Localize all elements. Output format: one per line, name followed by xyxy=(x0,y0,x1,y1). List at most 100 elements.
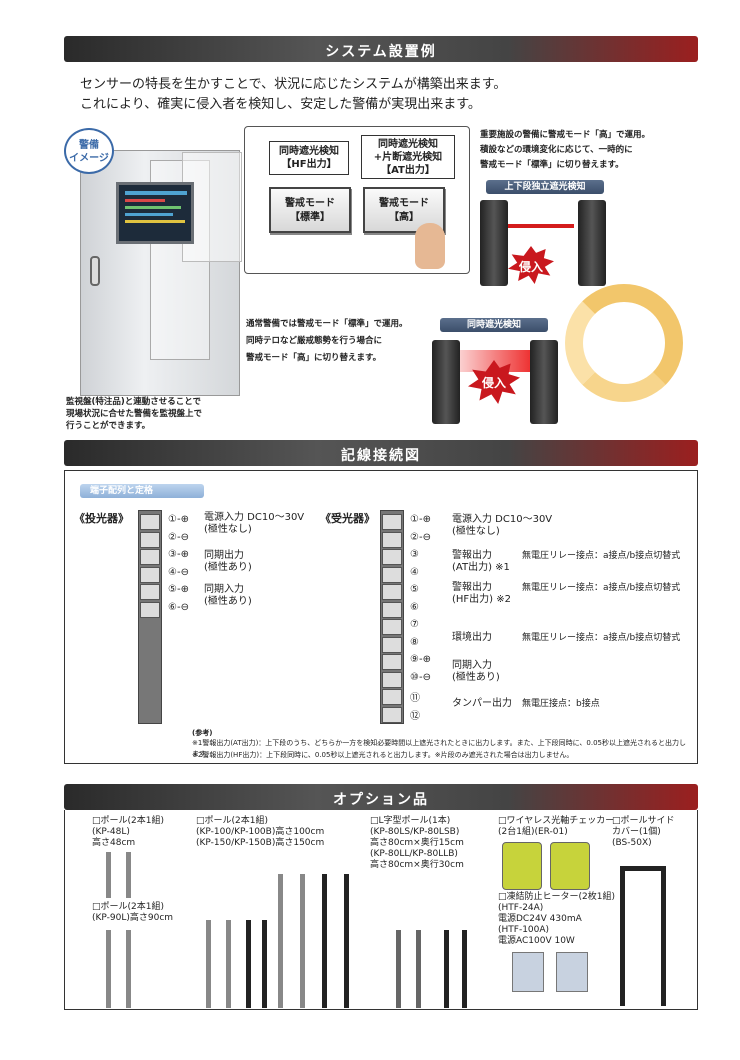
cabinet-handle xyxy=(90,256,100,286)
option-htf: □凍結防止ヒーター(2枚1組) (HTF-24A) 電源DC24V 430mA … xyxy=(498,892,615,946)
emitter-sync-in-label: 同期入力 (極性あり) xyxy=(204,584,252,607)
receiver-tamper-label: タンパー出力 xyxy=(452,698,512,709)
mid-text-2: 同時テロなど厳戒態勢を行う場合に xyxy=(246,336,383,346)
option-er01: □ワイヤレス光軸チェッカー (2台1組)(ER-01) xyxy=(498,816,615,837)
terminal-screw xyxy=(382,689,402,705)
panel-box-hf: 同時遮光検知 【HF出力】 xyxy=(269,141,349,175)
sensor-right-top xyxy=(578,200,606,286)
mode-high-button[interactable]: 警戒モード 【高】 xyxy=(363,187,445,233)
monitor-screen xyxy=(116,182,194,244)
pole-icon xyxy=(106,930,111,1008)
terminal-number: ⑩-⊖ xyxy=(410,671,431,683)
receiver-sync-label: 同期入力 (極性あり) xyxy=(452,660,500,683)
pole-icon xyxy=(462,930,467,1008)
right-description: 重要施設の警備に警戒モード「高」で運用。 積設などの環境変化に応じて、一時的に … xyxy=(480,128,700,173)
terminal-number: ⑨-⊕ xyxy=(410,654,431,665)
terminal-number: ②-⊖ xyxy=(168,531,189,543)
terminal-number: ①-⊕ xyxy=(410,514,431,525)
mid-description: 通常警備では警戒モード「標準」で運用。 同時テロなど厳戒態勢を行う場合に 警戒モ… xyxy=(246,316,446,367)
options-frame xyxy=(64,810,698,1010)
note-1: ※1警報出力(AT出力)：上下段のうち、どちらか一方を検知必要時間以上遮光された… xyxy=(192,739,686,758)
terminal-number: ⑤-⊕ xyxy=(168,584,189,595)
terminal-screw xyxy=(382,601,402,618)
emitter-sync-out-label: 同期出力 (極性あり) xyxy=(204,550,252,573)
terminal-number: ⑤ xyxy=(410,584,419,595)
receiver-tamper-spec: 無電圧接点：b接点 xyxy=(522,699,600,709)
option-kp48l: □ポール(2本1組) (KP-48L) 高さ48cm xyxy=(92,816,164,848)
mode-standard-button[interactable]: 警戒モード 【標準】 xyxy=(269,187,351,233)
terminal-screw xyxy=(140,584,160,600)
option-kp80l: □L字型ポール(1本) (KP-80LS/KP-80LSB) 高さ80cm×奥行… xyxy=(370,816,464,870)
cabinet-caption: 監視盤(特注品)と連動させることで 現場状況に合せた警備を監視盤上で 行うことが… xyxy=(66,397,203,431)
hand-icon xyxy=(415,223,445,269)
terminal-screw xyxy=(382,531,402,548)
terminal-screw xyxy=(382,566,402,583)
intro-line-2: これにより、確実に侵入者を検知し、安定した警備が実現出来ます。 xyxy=(80,97,481,112)
terminal-screw xyxy=(382,636,402,653)
terminal-screw xyxy=(382,671,402,688)
beam-line-top xyxy=(508,224,574,228)
terminal-number: ⑦ xyxy=(410,619,419,630)
pill-independent-detection: 上下段独立遮光検知 xyxy=(486,180,604,194)
terminal-number: ⑪ xyxy=(410,693,420,704)
terminal-screw xyxy=(140,566,160,583)
receiver-env-label: 環境出力 xyxy=(452,632,492,643)
mid-text-1: 通常警備では警戒モード「標準」で運用。 xyxy=(246,319,408,329)
terminal-screw xyxy=(140,549,160,565)
terminal-screw xyxy=(382,706,402,723)
right-text-1: 重要施設の警備に警戒モード「高」で運用。 xyxy=(480,130,651,140)
option-kp90l: □ポール(2本1組) (KP-90L)高さ90cm xyxy=(92,902,174,923)
terminal-number: ④-⊖ xyxy=(168,566,189,578)
option-bs50x: □ポールサイド カバー(1個) (BS-50X) xyxy=(612,816,675,848)
receiver-env-spec: 無電圧リレー接点：a接点/b接点切替式 xyxy=(522,633,681,643)
terminal-screw xyxy=(382,514,402,530)
emitter-power-label: 電源入力 DC10～30V (極性なし) xyxy=(204,512,305,535)
emitter-label: 《投光器》 xyxy=(74,512,129,525)
side-cover-icon xyxy=(620,866,666,1006)
terminal-number: ①-⊕ xyxy=(168,514,189,525)
poles-group xyxy=(200,870,360,1010)
panel-box-at: 同時遮光検知 +片断遮光検知 【AT出力】 xyxy=(361,135,455,179)
terminal-screw xyxy=(140,531,160,548)
heater-icon xyxy=(512,952,544,992)
pole-icon xyxy=(126,852,131,898)
terminal-number: ③-⊕ xyxy=(168,549,189,560)
section-header-options: オプション品 xyxy=(64,784,698,810)
security-image-badge: 警備 イメージ xyxy=(64,128,114,174)
option-kp100-kp150: □ポール(2本1組) (KP-100/KP-100B)高さ100cm (KP-1… xyxy=(196,816,325,848)
terminal-number: ④ xyxy=(410,566,419,578)
wiring-frame xyxy=(64,470,698,764)
checker-device-icon xyxy=(502,842,542,890)
mid-text-3: 警戒モード「高」に切り替えます。 xyxy=(246,353,382,363)
receiver-hf-spec: 無電圧リレー接点：a接点/b接点切替式 xyxy=(522,583,681,593)
intrusion-burst-top: 侵入 xyxy=(508,246,554,284)
intro-line-1: センサーの特長を生かすことで、状況に応じたシステムが構築出来ます。 xyxy=(80,77,507,92)
intro-text: センサーの特長を生かすことで、状況に応じたシステムが構築出来ます。 これにより、… xyxy=(80,75,506,115)
terminal-screw xyxy=(382,584,402,600)
terminal-number: ⑧ xyxy=(410,636,419,648)
note-2: ※2警報出力(HF出力)：上下段同時に、0.05秒以上遮光されると出力します。※… xyxy=(192,751,574,759)
receiver-at-label: 警報出力 (AT出力) ※1 xyxy=(452,550,510,573)
section-title: 記線接続図 xyxy=(341,448,421,464)
sensor-left-bottom xyxy=(432,340,460,424)
terminal-tab: 端子配列と定格 xyxy=(80,484,204,498)
section-header-wiring: 記線接続図 xyxy=(64,440,698,466)
cycle-arrows-icon xyxy=(565,284,683,402)
notes-heading: (参考) xyxy=(192,729,213,737)
emitter-terminal-numbers: ①-⊕ ②-⊖ ③-⊕ ④-⊖ ⑤-⊕ ⑥-⊖ xyxy=(168,514,202,619)
receiver-at-spec: 無電圧リレー接点：a接点/b接点切替式 xyxy=(522,551,681,561)
section-title: オプション品 xyxy=(333,792,429,808)
terminal-screw xyxy=(382,619,402,635)
pole-icon xyxy=(444,930,449,1008)
pole-icon xyxy=(106,852,111,898)
terminal-number: ⑥ xyxy=(410,601,419,613)
beam-arrow-bottom xyxy=(460,350,530,372)
pole-icon xyxy=(396,930,401,1008)
receiver-hf-label: 警報出力 (HF出力) ※2 xyxy=(452,582,511,605)
terminal-number: ⑥-⊖ xyxy=(168,601,189,613)
pole-icon xyxy=(416,930,421,1008)
heater-icon xyxy=(556,952,588,992)
receiver-label: 《受光器》 xyxy=(320,512,375,525)
sensor-left-top xyxy=(480,200,508,286)
